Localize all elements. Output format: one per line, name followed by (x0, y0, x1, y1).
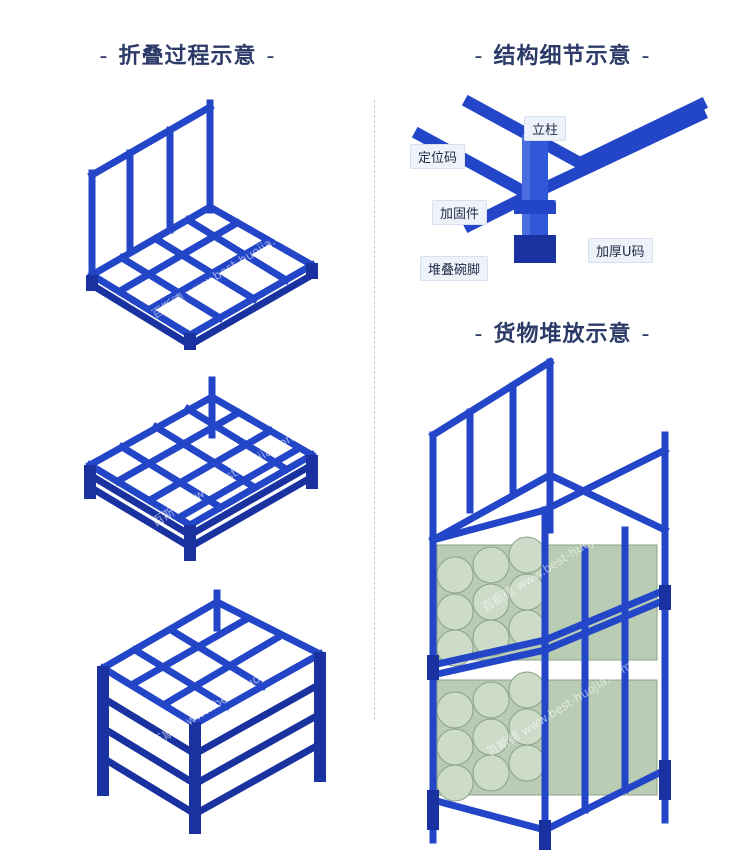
heading-folding: -折叠过程示意- (99, 44, 276, 69)
callout-locator: 定位码 (410, 144, 466, 169)
cargo-stacking-image (427, 357, 671, 850)
callout-reinforce: 加固件 (432, 200, 488, 225)
callout-thick-u: 加厚U码 (588, 238, 653, 263)
callout-post: 立柱 (524, 116, 567, 141)
rack-folded-image (84, 376, 318, 561)
center-divider (374, 100, 375, 720)
rack-stacked-folded-image (97, 589, 326, 834)
heading-stacking: -货物堆放示意- (474, 322, 651, 347)
rack-unfolded-image (86, 99, 318, 350)
callout-foot: 堆叠碗脚 (420, 256, 489, 281)
heading-structure: -结构细节示意- (474, 44, 651, 69)
